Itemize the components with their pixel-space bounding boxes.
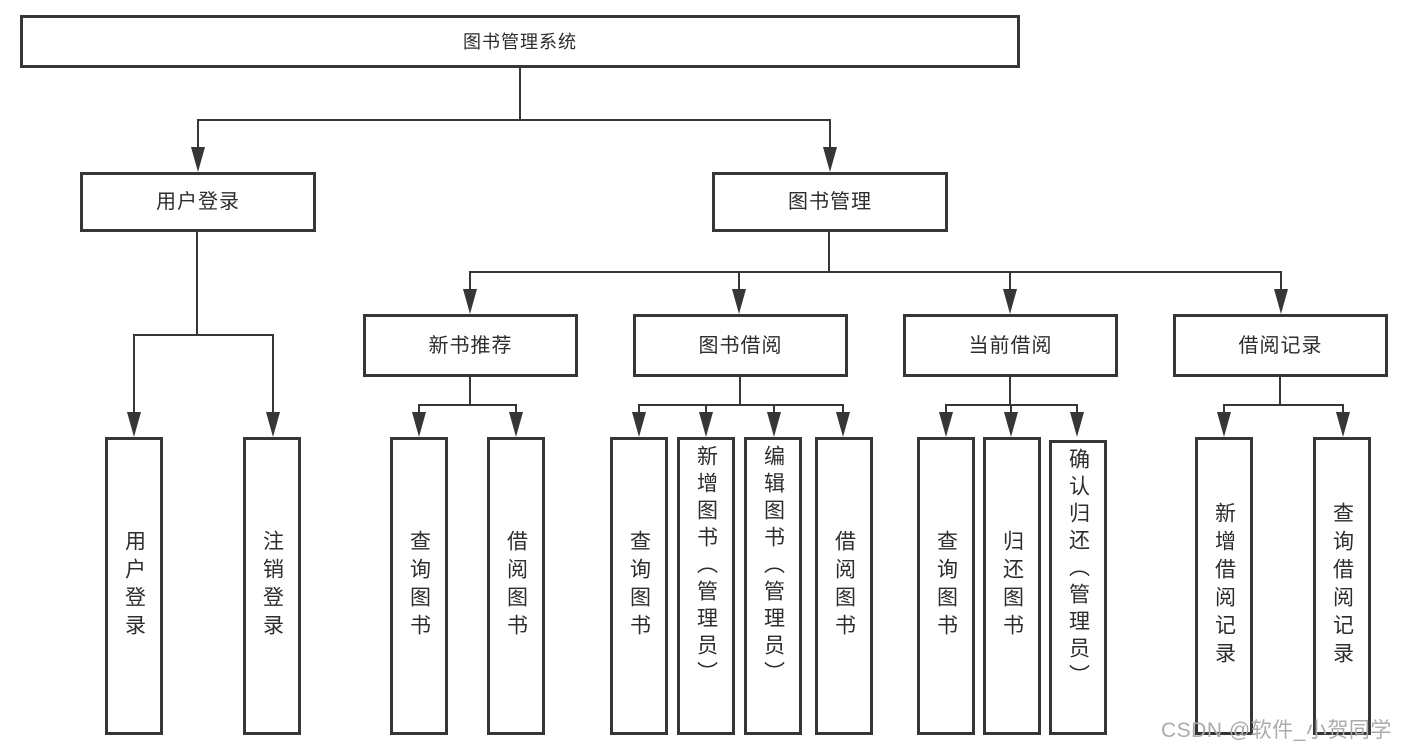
connector-line xyxy=(469,271,471,294)
node-book-borrowing-label: 图书借阅 xyxy=(698,334,783,357)
arrowhead-down-icon xyxy=(767,412,781,437)
node-current-borrowing: 当前借阅 xyxy=(903,314,1118,377)
node-book-management: 图书管理 xyxy=(712,172,948,232)
node-book-borrowing: 图书借阅 xyxy=(633,314,848,377)
node-new-book-recommend: 新书推荐 xyxy=(363,314,578,377)
node-leaf-user-login-label: 用户登录 xyxy=(122,530,146,642)
connector-line xyxy=(418,404,420,416)
connector-line xyxy=(1076,404,1078,416)
connector-line xyxy=(738,271,740,294)
node-leaf-return-books: 归还图书 xyxy=(983,437,1041,735)
node-leaf-query-books-borrowing-label: 查询图书 xyxy=(627,530,651,642)
arrowhead-down-icon xyxy=(1336,412,1350,437)
connector-line xyxy=(705,404,707,416)
connector-line xyxy=(1223,404,1225,416)
arrowhead-down-icon xyxy=(412,412,426,437)
arrowhead-down-icon xyxy=(266,412,280,437)
node-leaf-query-books-recommend: 查询图书 xyxy=(390,437,448,735)
node-user-login-label: 用户登录 xyxy=(156,191,240,213)
node-leaf-add-books-admin: 新增图书（管理员） xyxy=(677,437,735,735)
arrowhead-down-icon xyxy=(699,412,713,437)
connector-line xyxy=(272,334,274,416)
arrowhead-down-icon xyxy=(509,412,523,437)
node-leaf-edit-books-admin-label: 编辑图书（管理员） xyxy=(761,445,785,688)
connector-line xyxy=(1279,377,1281,406)
arrowhead-down-icon xyxy=(939,412,953,437)
connector-line xyxy=(469,377,471,406)
connector-line xyxy=(1009,377,1011,406)
connector-line xyxy=(739,377,741,406)
node-leaf-query-books-current-label: 查询图书 xyxy=(934,530,958,642)
connector-line xyxy=(197,119,831,121)
connector-line xyxy=(773,404,775,416)
node-leaf-query-books-borrowing: 查询图书 xyxy=(610,437,668,735)
connector-line xyxy=(828,232,830,273)
node-leaf-return-books-label: 归还图书 xyxy=(1000,530,1024,642)
node-leaf-edit-books-admin: 编辑图书（管理员） xyxy=(744,437,802,735)
node-leaf-borrow-books-borrowing: 借阅图书 xyxy=(815,437,873,735)
node-leaf-borrow-books-recommend-label: 借阅图书 xyxy=(504,530,528,642)
arrowhead-down-icon xyxy=(1274,289,1288,314)
connector-line xyxy=(197,119,199,152)
connector-line xyxy=(1010,404,1012,416)
node-leaf-add-borrow-record-label: 新增借阅记录 xyxy=(1212,502,1236,670)
connector-line xyxy=(515,404,517,416)
arrowhead-down-icon xyxy=(191,147,205,172)
arrowhead-down-icon xyxy=(1070,412,1084,437)
node-leaf-user-login: 用户登录 xyxy=(105,437,163,735)
connector-line xyxy=(1280,271,1282,294)
connector-line xyxy=(945,404,947,416)
arrowhead-down-icon xyxy=(1004,412,1018,437)
connector-line xyxy=(638,404,640,416)
arrowhead-down-icon xyxy=(823,147,837,172)
node-leaf-query-books-current: 查询图书 xyxy=(917,437,975,735)
node-new-book-recommend-label: 新书推荐 xyxy=(428,334,513,357)
node-leaf-confirm-return-admin: 确认归还（管理员） xyxy=(1049,440,1107,735)
node-leaf-logout-label: 注销登录 xyxy=(260,530,284,642)
node-book-management-label: 图书管理 xyxy=(788,191,872,213)
node-leaf-query-borrow-record-label: 查询借阅记录 xyxy=(1330,502,1354,670)
connector-line xyxy=(1342,404,1344,416)
node-user-login: 用户登录 xyxy=(80,172,316,232)
connector-line xyxy=(196,232,198,336)
connector-line xyxy=(1223,404,1344,406)
node-leaf-query-books-recommend-label: 查询图书 xyxy=(407,530,431,642)
node-root: 图书管理系统 xyxy=(20,15,1020,68)
arrowhead-down-icon xyxy=(836,412,850,437)
arrowhead-down-icon xyxy=(127,412,141,437)
node-leaf-add-borrow-record: 新增借阅记录 xyxy=(1195,437,1253,735)
node-root-label: 图书管理系统 xyxy=(463,31,577,52)
arrowhead-down-icon xyxy=(632,412,646,437)
node-leaf-confirm-return-admin-label: 确认归还（管理员） xyxy=(1066,448,1090,691)
node-borrow-records-label: 借阅记录 xyxy=(1238,334,1323,357)
connector-line xyxy=(519,68,521,121)
connector-line xyxy=(829,119,831,152)
node-leaf-query-borrow-record: 查询借阅记录 xyxy=(1313,437,1371,735)
connector-line xyxy=(133,334,274,336)
connector-line xyxy=(842,404,844,416)
csdn-watermark: CSDN @软件_小贺同学 xyxy=(1161,719,1392,742)
node-leaf-borrow-books-recommend: 借阅图书 xyxy=(487,437,545,735)
connector-line xyxy=(133,334,135,416)
node-leaf-logout: 注销登录 xyxy=(243,437,301,735)
node-leaf-borrow-books-borrowing-label: 借阅图书 xyxy=(832,530,856,642)
arrowhead-down-icon xyxy=(732,289,746,314)
connector-line xyxy=(1009,271,1011,294)
arrowhead-down-icon xyxy=(1003,289,1017,314)
node-leaf-add-books-admin-label: 新增图书（管理员） xyxy=(694,445,718,688)
node-current-borrowing-label: 当前借阅 xyxy=(968,334,1053,357)
node-borrow-records: 借阅记录 xyxy=(1173,314,1388,377)
connector-line xyxy=(418,404,517,406)
connector-line xyxy=(638,404,844,406)
arrowhead-down-icon xyxy=(463,289,477,314)
connector-line xyxy=(469,271,1282,273)
arrowhead-down-icon xyxy=(1217,412,1231,437)
